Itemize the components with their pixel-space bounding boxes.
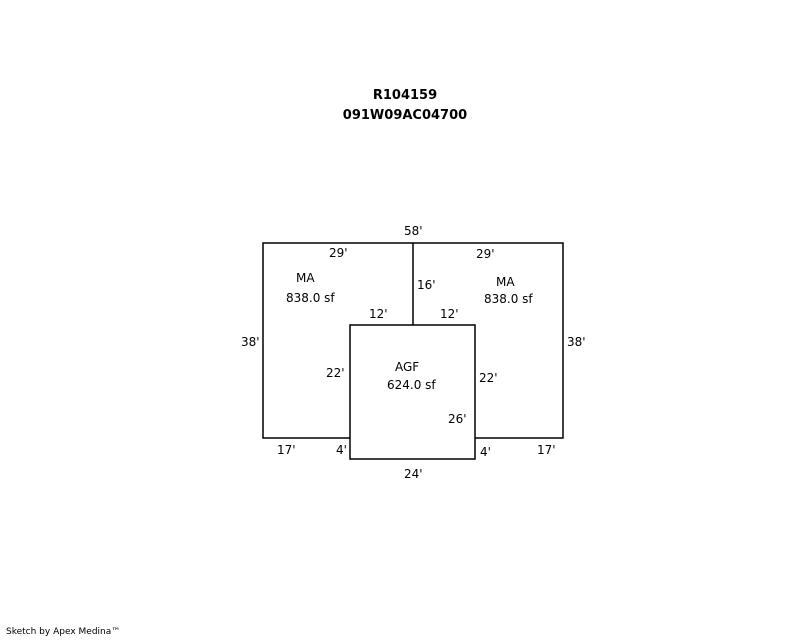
parcel-number: 091W09AC04700 [342, 108, 468, 123]
dim-center-wall: 16' [417, 278, 436, 292]
dim-top-left: 29' [329, 246, 348, 260]
area-left-size: 838.0 sf [286, 291, 335, 305]
area-right-code: MA [496, 275, 515, 289]
area-garage-code: AGF [395, 360, 419, 374]
dim-right-side: 38' [567, 335, 586, 349]
account-number: R104159 [372, 88, 438, 103]
dim-agf-bottom: 24' [404, 467, 423, 481]
dim-left-side: 38' [241, 335, 260, 349]
dim-bottom-left: 17' [277, 443, 296, 457]
garage-outline [349, 324, 476, 460]
area-right-size: 838.0 sf [484, 292, 533, 306]
area-left-code: MA [296, 271, 315, 285]
dim-step-left: 4' [336, 443, 347, 457]
dim-top-total: 58' [404, 224, 423, 238]
dim-agf-top-left: 12' [369, 307, 388, 321]
dim-top-right: 29' [476, 247, 495, 261]
area-garage-size: 624.0 sf [387, 378, 436, 392]
dim-agf-left: 22' [326, 366, 345, 380]
dim-agf-inner: 26' [448, 412, 467, 426]
dim-bottom-right: 17' [537, 443, 556, 457]
footer-credit: Sketch by Apex Medina™ [6, 627, 121, 637]
dim-agf-top-right: 12' [440, 307, 459, 321]
dim-step-right: 4' [480, 445, 491, 459]
dim-agf-right: 22' [479, 371, 498, 385]
